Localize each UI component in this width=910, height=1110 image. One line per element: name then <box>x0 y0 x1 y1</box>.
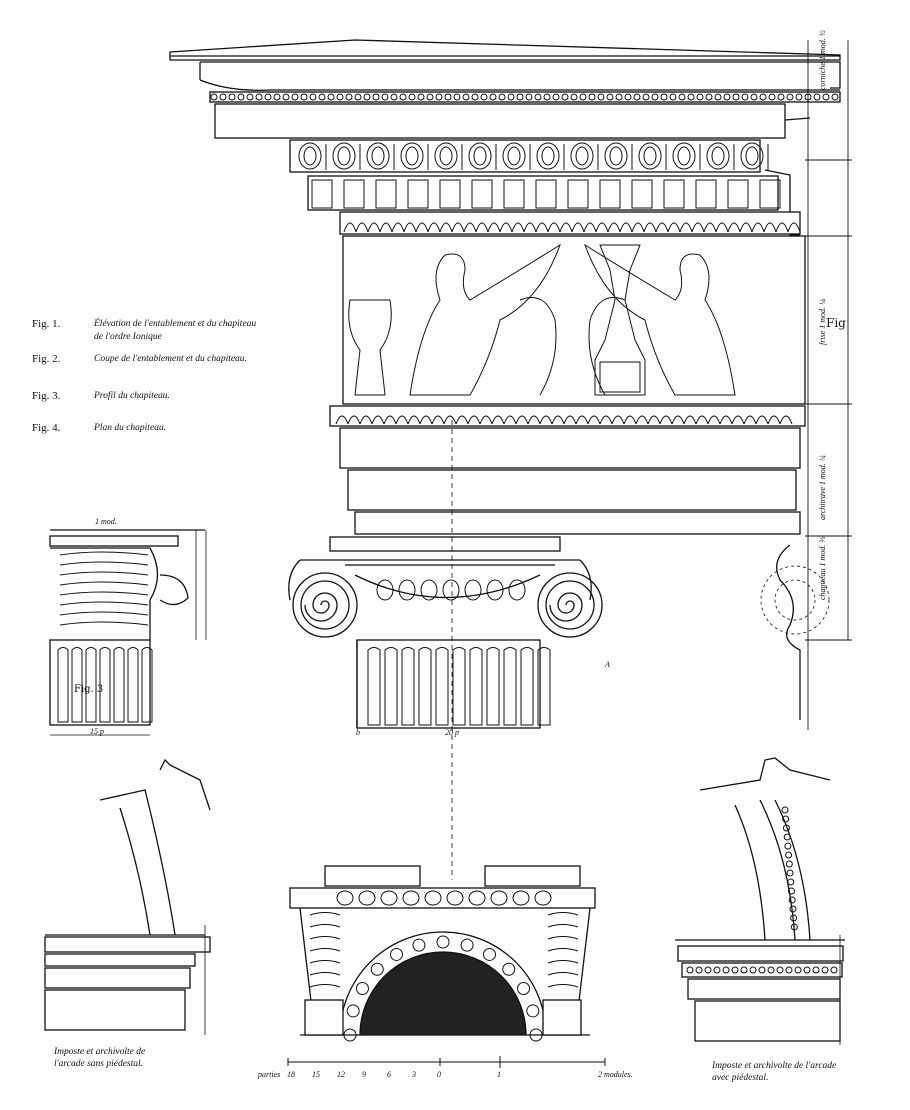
caption-impost-right: Imposte et archivolte de l'arcade avec p… <box>712 1061 837 1083</box>
scale-bar <box>287 1056 606 1068</box>
legend-fig-number: Fig. 1. <box>32 318 61 330</box>
dim-chapiteau: chapiteau 1 mod. ⅔ <box>818 536 827 600</box>
legend-description: Profil du chapiteau. <box>94 391 170 401</box>
scale-tick-label: 12 <box>337 1070 345 1079</box>
volute-left <box>292 572 358 638</box>
scale-tick-label: 6 <box>387 1070 391 1079</box>
frieze-griffins <box>342 235 806 405</box>
ornament-group <box>57 93 839 1042</box>
impost-right <box>675 757 845 1045</box>
scale-right-label: 2 modules. <box>598 1070 633 1079</box>
impost-left <box>44 758 211 1035</box>
dim-architrave: architrave 1 mod. ¼ <box>818 455 827 520</box>
legend-row: Fig. 3. Profil du chapiteau. <box>32 390 272 403</box>
cornice-fascia <box>214 103 786 139</box>
legend-row: Fig. 1. Élévation de l'entablement et du… <box>32 318 272 344</box>
volute-right <box>537 572 603 638</box>
scale-tick-labels: 18 15 12 9 6 3 0 <box>287 1070 441 1082</box>
dim-corniche: corniche 1 mod. ½ <box>818 30 827 90</box>
architrave <box>339 427 801 535</box>
scale-tick-label: 18 <box>287 1070 295 1079</box>
dim-a: A <box>605 660 610 669</box>
cornice <box>169 39 841 103</box>
scale-tick-label: 3 <box>412 1070 416 1079</box>
dentil-band <box>307 175 779 211</box>
dim-20p: 20 p <box>445 728 459 737</box>
fig2-section-profile <box>760 544 830 720</box>
dim-mod-fig3: 1 mod. <box>95 517 117 526</box>
leaf-band-lower <box>329 405 806 427</box>
legend-description: Élévation de l'entablement et du chapite… <box>94 319 257 342</box>
legend-fig-number: Fig. 3. <box>32 390 61 402</box>
capital-abacus <box>329 536 561 552</box>
legend-fig-number: Fig. 4. <box>32 422 61 434</box>
scale-left-label: parties <box>258 1070 281 1079</box>
scale-tick-label: 0 <box>437 1070 441 1079</box>
legend-row: Fig. 4. Plan du chapiteau. <box>32 422 272 435</box>
leaf-band-upper <box>339 211 801 235</box>
dimension-rule-right <box>805 40 852 730</box>
dim-frise: frise 1 mod. ¼ <box>818 299 827 345</box>
fig2-label: Fig <box>826 316 846 330</box>
legend-description: Plan du chapiteau. <box>94 423 167 433</box>
dim-15p: 15 p <box>90 727 104 736</box>
dim-b: b <box>356 728 360 737</box>
fig3-label: Fig. 3 <box>74 684 104 695</box>
scale-mid-label: 1 <box>497 1070 501 1079</box>
scale-tick-label: 15 <box>312 1070 320 1079</box>
caption-impost-left: Imposte et archivolte de l'arcade sans p… <box>54 1047 146 1069</box>
legend-fig-number: Fig. 2. <box>32 353 61 365</box>
legend-row: Fig. 2. Coupe de l'entablement et du cha… <box>32 353 272 366</box>
scale-tick-label: 9 <box>362 1070 366 1079</box>
legend-description: Coupe de l'entablement et du chapiteau. <box>94 354 247 364</box>
